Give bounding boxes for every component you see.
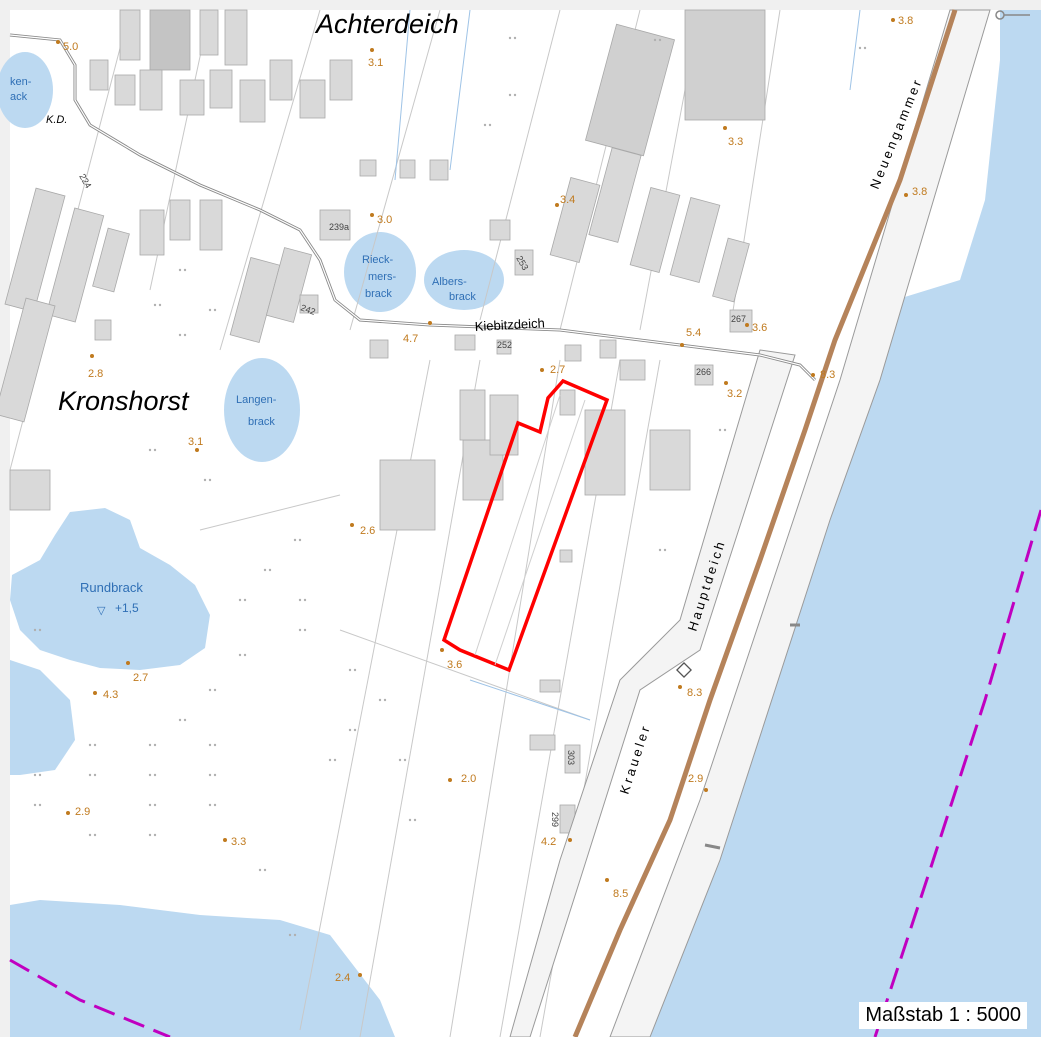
label-langen-1: Langen-: [236, 394, 277, 406]
house-number: 299: [550, 812, 560, 827]
label-albers-1: Albers-: [432, 276, 467, 288]
label-langen-2: brack: [248, 416, 275, 428]
river-groyne: [704, 843, 721, 850]
label-rundbrack-level: +1,5: [115, 601, 139, 615]
spot-height: 5.0: [63, 41, 78, 53]
rundbrack-lake: [10, 508, 210, 670]
dike-hatching: [509, 9, 991, 1037]
label-rieck-2: mers-: [368, 271, 396, 283]
spot-height: 3.4: [560, 194, 575, 206]
water-bottom-left: [10, 900, 395, 1037]
project-boundary[interactable]: [441, 378, 610, 673]
spot-height: 2.6: [360, 525, 375, 537]
spot-height: 5.4: [686, 327, 701, 339]
spot-height: 2.7: [133, 672, 148, 684]
spot-height: 3.1: [188, 436, 203, 448]
water-channels: [394, 9, 861, 721]
langenbrack-lake: [224, 358, 300, 462]
spot-height: 3.3: [728, 136, 743, 148]
house-number: 242: [299, 302, 317, 317]
corner-tower-icon: [995, 10, 1030, 20]
spot-height: 2.4: [335, 972, 350, 984]
street-kiebitzdeich: Kiebitzdeich: [474, 315, 545, 334]
label-kd: K.D.: [46, 114, 67, 126]
spot-height: 3.6: [752, 322, 767, 334]
label-rieck-3: brack: [365, 288, 392, 300]
house-number: 239a: [329, 222, 349, 232]
house-number: 303: [566, 750, 576, 765]
dike-gate-icon: [676, 662, 692, 678]
house-number: 266: [696, 367, 711, 377]
project-inner-lines: [474, 394, 586, 666]
spot-height-dots: [56, 18, 908, 977]
admin-boundary: [9, 509, 1041, 1037]
spot-height: 3.8: [898, 15, 913, 27]
label-rundbrack: Rundbrack: [80, 580, 143, 595]
label-left-1: ken-: [10, 76, 32, 88]
spot-height: 4.7: [403, 333, 418, 345]
spot-height: 3.6: [447, 659, 462, 671]
house-number: 267: [731, 314, 746, 324]
place-kronshorst: Kronshorst: [58, 386, 190, 416]
label-albers-2: brack: [449, 291, 476, 303]
river-water: [610, 10, 1041, 1037]
place-achterdeich: Achterdeich: [314, 9, 459, 39]
rundbrack-level-icon: ▽: [97, 605, 106, 617]
spot-height: 8.5: [613, 888, 628, 900]
spot-height: 3.8: [912, 186, 927, 198]
spot-height: 2.0: [461, 773, 476, 785]
rieckmersbrack-lake: [344, 232, 416, 312]
hauptdeich-road: [572, 9, 958, 1037]
albersbrack-lake: [424, 250, 504, 310]
top-left-lake: [0, 52, 53, 128]
spot-height: 2.9: [75, 806, 90, 818]
spot-height: 8.3: [820, 369, 835, 381]
label-left-2: ack: [10, 91, 28, 103]
label-rieck-1: Rieck-: [362, 254, 394, 266]
spot-height: 3.1: [368, 57, 383, 69]
spot-height: 2.9: [688, 773, 703, 785]
spot-height: 2.8: [88, 368, 103, 380]
spot-height: 3.3: [231, 836, 246, 848]
spot-heights: 5.0 3.1 3.3 3.8 3.8 3.4 3.0 2.8 4.7 2.7 …: [63, 15, 927, 984]
buildings: [0, 9, 766, 834]
house-number: 252: [497, 340, 512, 350]
spot-height: 8.3: [687, 687, 702, 699]
spot-height: 4.3: [103, 689, 118, 701]
spot-height: 2.7: [550, 364, 565, 376]
kiebitzdeich-road-center: [9, 34, 816, 381]
spot-height: 4.2: [541, 836, 556, 848]
pasture-dots: [33, 36, 867, 937]
spot-height: 3.2: [727, 388, 742, 400]
water-left-lobe: [10, 660, 75, 775]
spot-height: 3.0: [377, 214, 392, 226]
scale-label: Maßstab 1 : 5000: [859, 1002, 1027, 1029]
